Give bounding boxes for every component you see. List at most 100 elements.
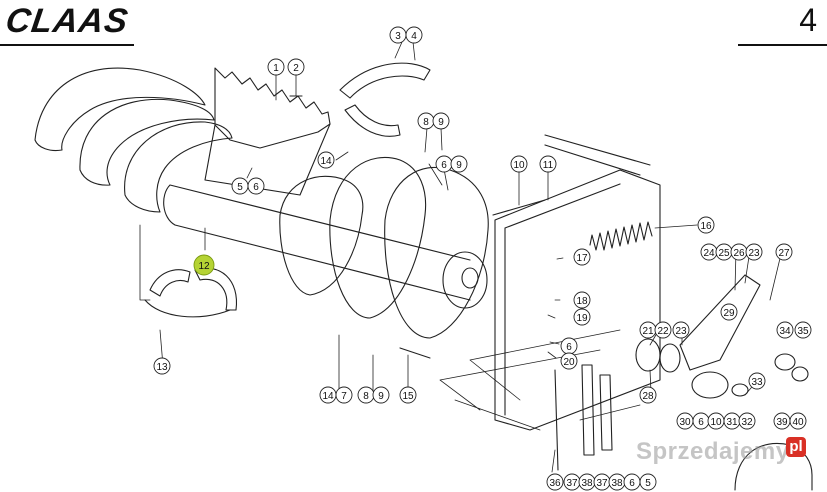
callout-14a: 14 (317, 151, 335, 169)
callout-8a: 8 (417, 112, 435, 130)
trough-sheet (214, 67, 331, 149)
header-rule-right (738, 44, 827, 46)
svg-text:40: 40 (792, 417, 804, 428)
callout-5b: 5 (639, 473, 657, 491)
svg-text:9: 9 (378, 391, 384, 402)
callout-15: 15 (399, 386, 417, 404)
callout-2: 2 (287, 58, 305, 76)
callout-17: 17 (573, 248, 591, 266)
svg-text:14: 14 (322, 391, 334, 402)
callout-39: 39 (773, 412, 791, 430)
callout-20: 20 (560, 352, 578, 370)
chain-36 (554, 369, 559, 471)
callout-31: 31 (723, 412, 741, 430)
svg-text:6: 6 (629, 478, 635, 489)
callout-23a: 23 (745, 243, 763, 261)
svg-text:22: 22 (657, 326, 669, 337)
auger-flight-5 (329, 156, 427, 319)
callout-24: 24 (700, 243, 718, 261)
auger-flight-3 (124, 121, 233, 213)
callout-13: 13 (153, 357, 171, 375)
flight-segment-13 (149, 267, 238, 311)
callout-14b: 14 (319, 386, 337, 404)
callout-16: 16 (697, 216, 715, 234)
svg-text:38: 38 (611, 478, 623, 489)
auger-flight-2 (79, 98, 215, 186)
leader-lines (159, 41, 783, 473)
bearing-flange (691, 371, 729, 399)
arm-plate-29 (679, 274, 761, 371)
washer-34 (774, 353, 796, 371)
callout-8b: 8 (357, 386, 375, 404)
callout-23b: 23 (672, 321, 690, 339)
auger-tube-end (442, 251, 488, 309)
callout-33: 33 (748, 372, 766, 390)
svg-text:29: 29 (723, 308, 735, 319)
frame-plate (494, 169, 661, 431)
svg-text:13: 13 (156, 362, 168, 373)
callout-6b: 6 (247, 177, 265, 195)
frame-rail (544, 134, 651, 176)
svg-text:6: 6 (441, 160, 447, 171)
callout-10a: 10 (510, 155, 528, 173)
svg-text:7: 7 (341, 391, 347, 402)
callout-25: 25 (715, 243, 733, 261)
svg-text:36: 36 (549, 478, 561, 489)
svg-text:6: 6 (566, 342, 572, 353)
bolt-15 (399, 347, 431, 359)
callout-19: 19 (573, 308, 591, 326)
svg-text:34: 34 (779, 326, 791, 337)
svg-text:3: 3 (395, 31, 401, 42)
callout-38b: 38 (608, 473, 626, 491)
svg-text:9: 9 (456, 160, 462, 171)
svg-text:1: 1 (273, 63, 279, 74)
callout-6a: 6 (435, 155, 453, 173)
svg-text:19: 19 (576, 313, 588, 324)
svg-text:11: 11 (543, 160, 554, 171)
callout-35: 35 (794, 321, 812, 339)
flight-segment-top-b (344, 104, 401, 137)
svg-text:8: 8 (363, 391, 369, 402)
callout-10b: 10 (707, 412, 725, 430)
svg-text:37: 37 (566, 478, 578, 489)
svg-text:17: 17 (576, 253, 588, 264)
callout-38a: 38 (578, 473, 596, 491)
callout-32: 32 (738, 412, 756, 430)
callout-27: 27 (775, 243, 793, 261)
svg-text:23: 23 (748, 248, 760, 259)
callout-28: 28 (639, 386, 657, 404)
page-number: 4 (799, 2, 817, 38)
assembly-line (139, 224, 641, 431)
trough-lower (204, 123, 331, 196)
auger-flight-4 (279, 175, 364, 296)
svg-text:4: 4 (411, 31, 417, 42)
callout-6c: 6 (560, 337, 578, 355)
callout-37a: 37 (563, 473, 581, 491)
bearing-21 (635, 338, 661, 372)
svg-text:14: 14 (320, 156, 332, 167)
svg-text:21: 21 (642, 326, 654, 337)
svg-text:12: 12 (198, 261, 210, 272)
flight-segment-top (339, 62, 431, 99)
callout-12-highlight: 12 (193, 254, 215, 276)
callout-9a: 9 (432, 112, 450, 130)
svg-text:9: 9 (438, 117, 444, 128)
callout-37b: 37 (593, 473, 611, 491)
callout-29: 29 (720, 303, 738, 321)
strap-37b (599, 374, 613, 451)
callout-22: 22 (654, 321, 672, 339)
frame-plate-inner (504, 183, 621, 416)
strap-37a (581, 364, 595, 456)
callout-6d: 6 (692, 412, 710, 430)
svg-text:2: 2 (293, 63, 299, 74)
callout-40: 40 (789, 412, 807, 430)
svg-text:16: 16 (700, 221, 712, 232)
callout-9c: 9 (372, 386, 390, 404)
svg-text:27: 27 (778, 248, 790, 259)
auger-tube (163, 184, 471, 301)
svg-text:15: 15 (402, 391, 414, 402)
callout-7: 7 (335, 386, 353, 404)
header-rule-left (0, 44, 134, 46)
svg-text:31: 31 (726, 417, 738, 428)
